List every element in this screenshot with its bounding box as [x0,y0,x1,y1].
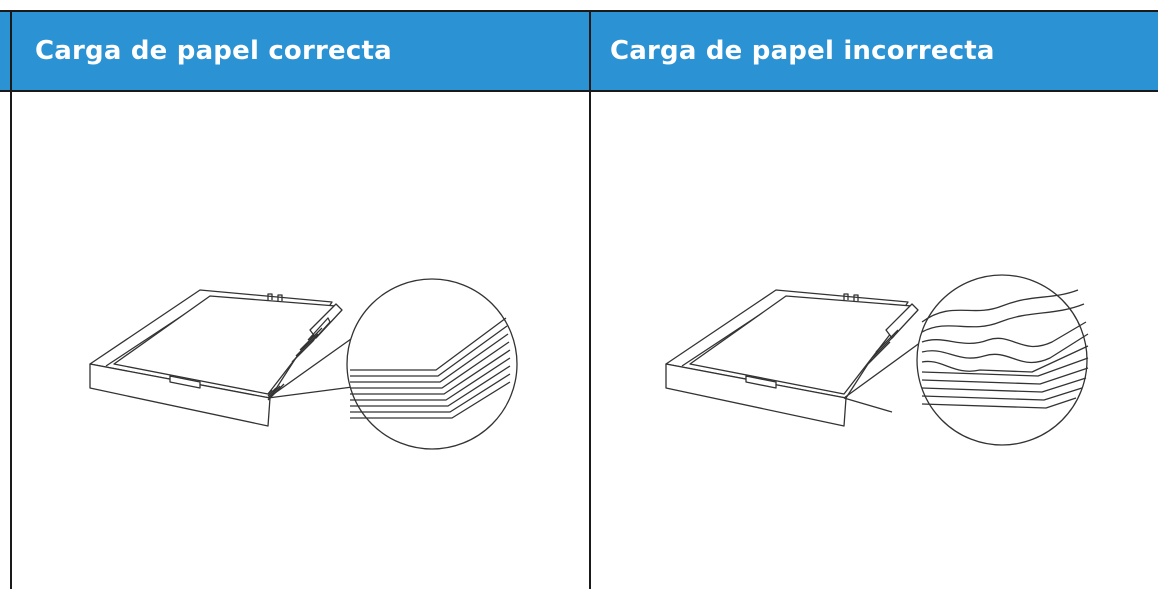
table-left-border [10,10,12,589]
header-incorrect-loading: Carga de papel incorrecta [610,36,995,66]
paper-tray-incorrect-loading-icon [665,274,1089,446]
table-header-row: Carga de papel correcta Carga de papel i… [0,10,1158,92]
paper-tray-correct-loading-icon [89,278,518,450]
cell-incorrect-loading [592,92,1158,589]
table-column-divider [589,10,591,589]
cell-correct-loading [10,92,590,589]
header-correct-loading: Carga de papel correcta [35,36,392,66]
